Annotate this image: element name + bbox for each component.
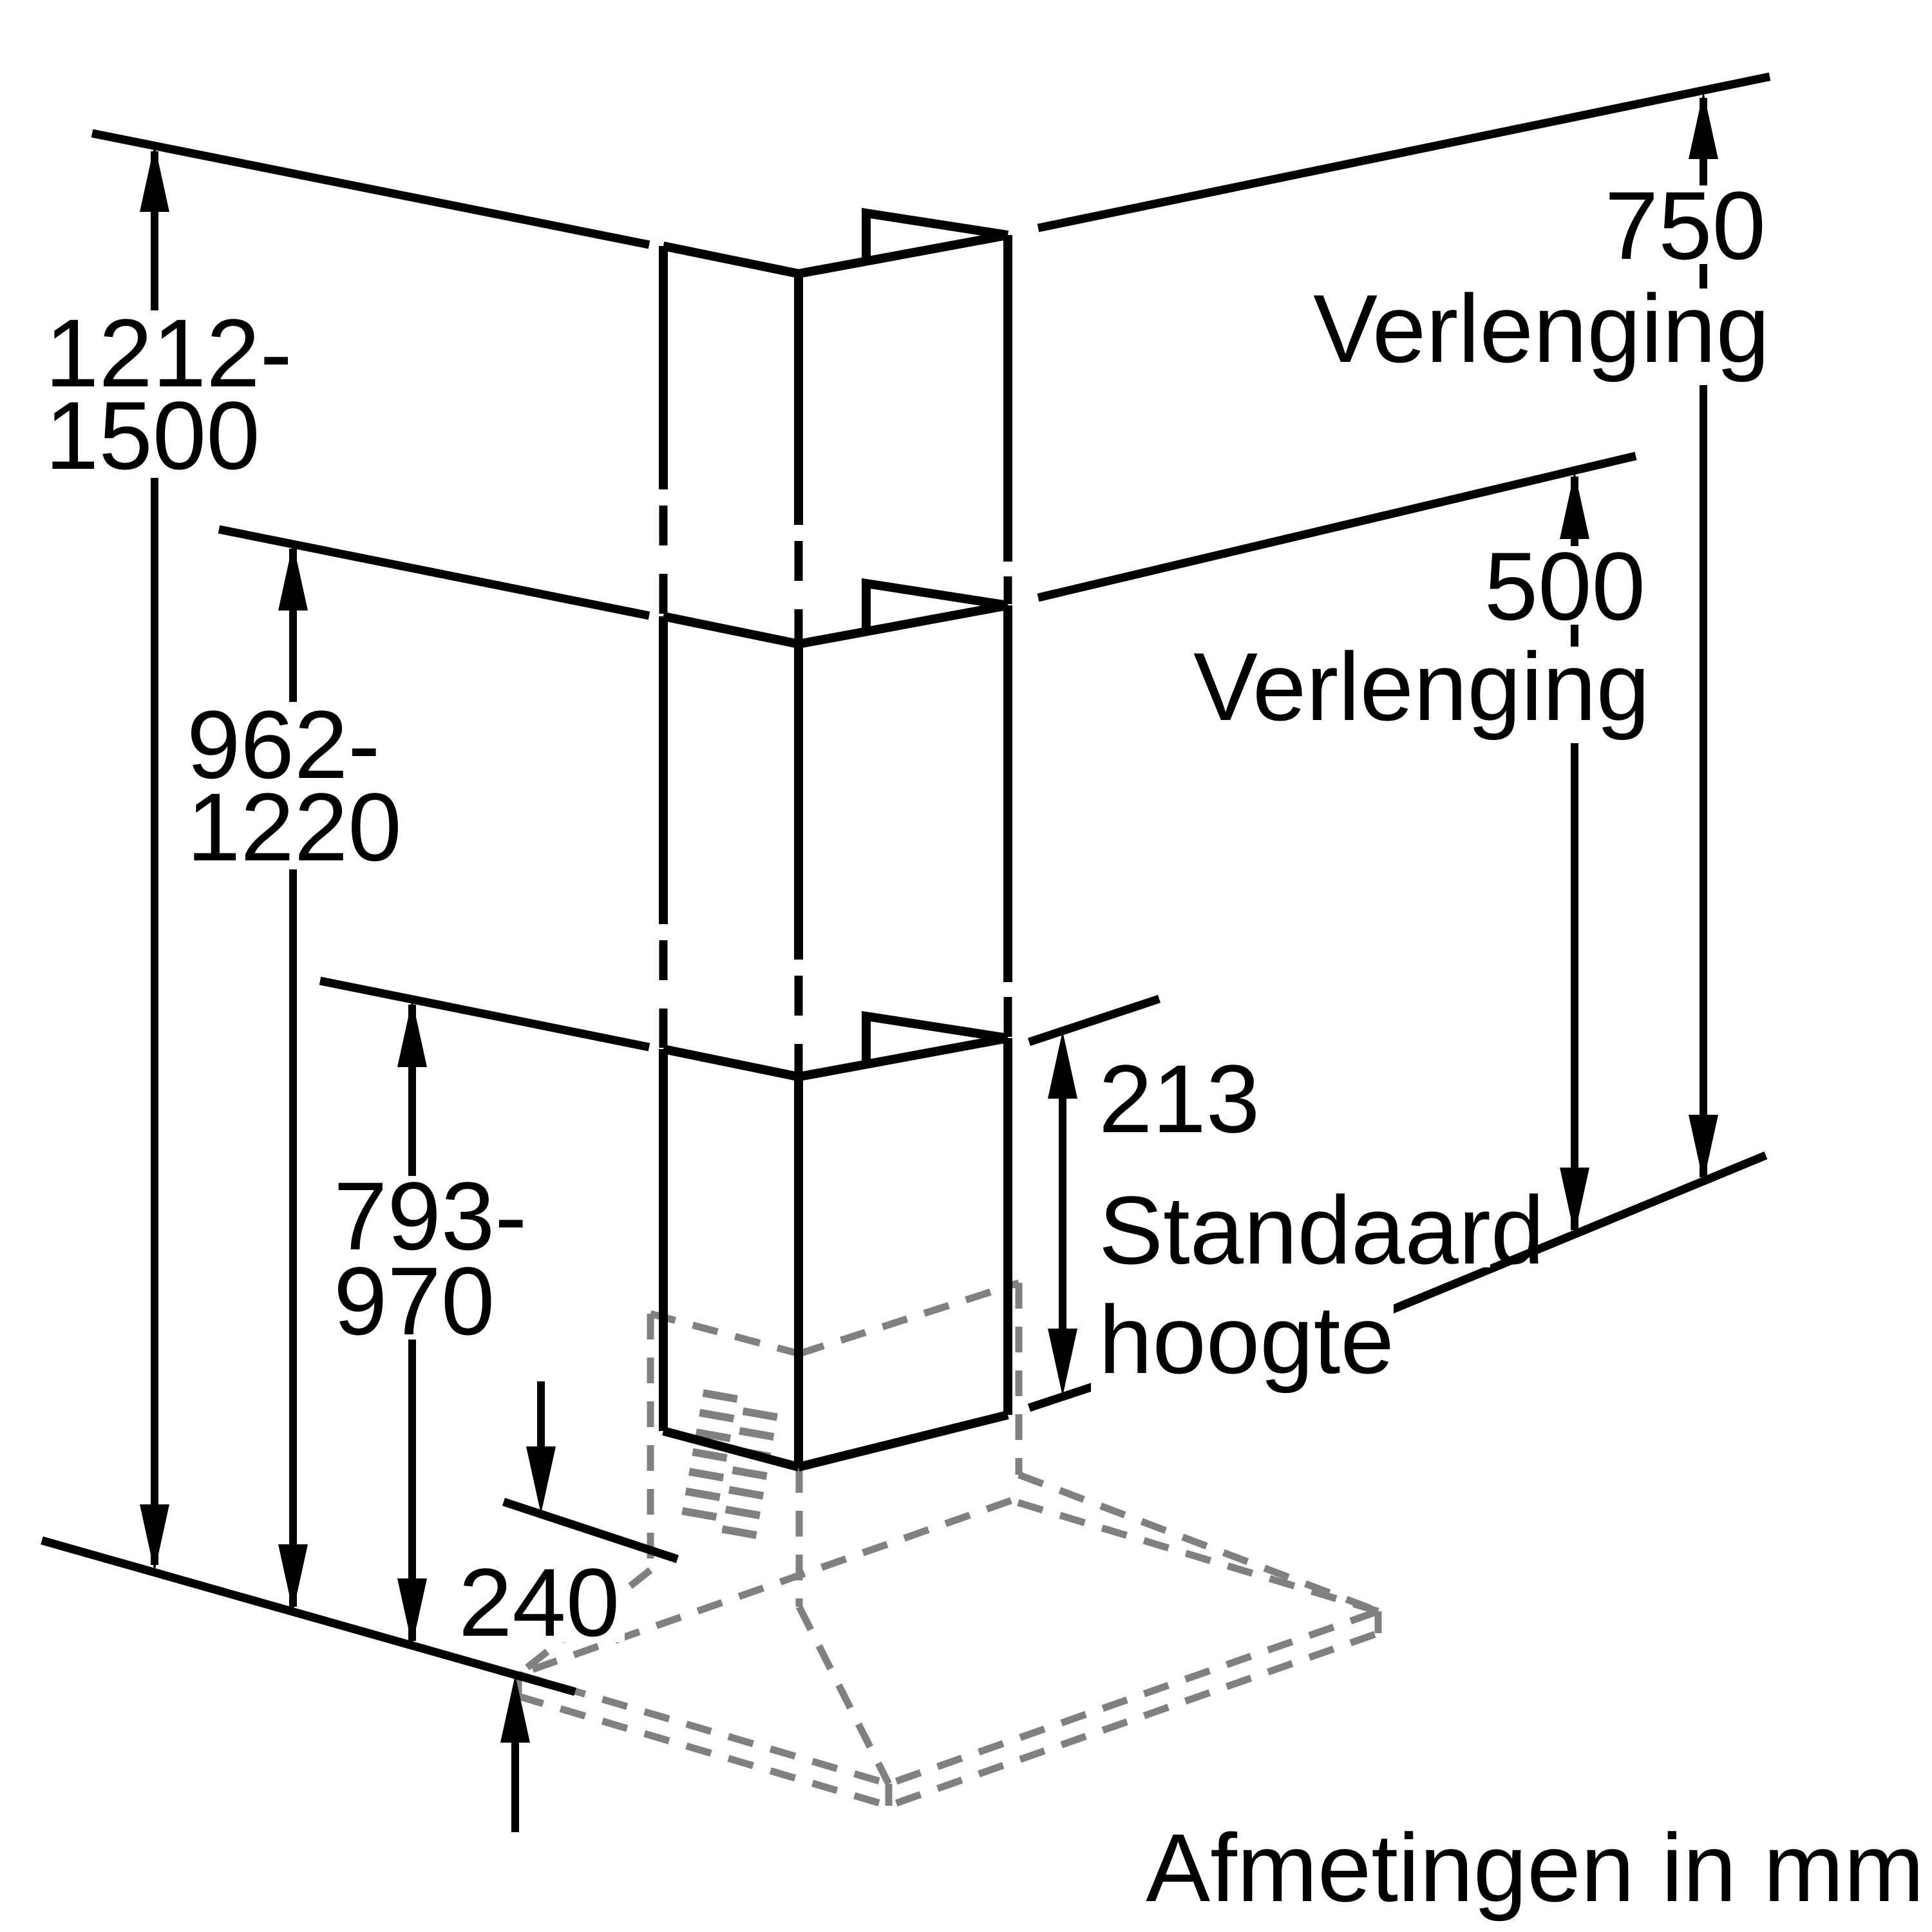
arrow-up-icon	[1560, 471, 1589, 539]
ref-line-top-of-750-left	[91, 129, 650, 249]
ref-line-top-of-500-right	[1037, 451, 1637, 602]
dim-overall-750-label-line2: 1500	[45, 381, 260, 489]
arrow-down-icon	[526, 1446, 556, 1514]
arrow-down-icon	[1048, 1329, 1077, 1396]
section3-bottom-edge-right	[797, 1410, 1009, 1472]
section3-top-edge-left	[662, 1045, 800, 1081]
section3-bottom-edge-left	[662, 1426, 800, 1472]
arrow-up-icon	[397, 999, 427, 1067]
dim-extension-500-label: Verlenging	[1193, 632, 1650, 741]
canopy-slope-edge-right	[1018, 1471, 1379, 1615]
dim-overall-500-label-line1: 962-	[187, 690, 380, 799]
section2-top-edge-right	[797, 601, 1009, 649]
arrow-down-icon	[278, 1544, 308, 1612]
dim-standard-flue-label-line1: Standaard	[1099, 1176, 1544, 1284]
section1-mount-flap	[862, 207, 1009, 261]
ref-line-top-of-standard-left	[319, 976, 650, 1052]
canopy-top-edge-right	[798, 1279, 1020, 1358]
chimney-section-standard	[659, 1010, 1012, 1472]
dim-overall-standard-label-line2: 970	[334, 1247, 495, 1355]
section3-mount-flap	[862, 1010, 1009, 1064]
dim-overall-standard-label-line1: 793-	[334, 1162, 527, 1270]
ref-line-hood-bottom-left	[41, 1536, 576, 1696]
arrow-up-icon	[140, 144, 169, 212]
ref-line-top-of-500-left	[218, 525, 650, 620]
arrow-up-icon	[1689, 91, 1718, 159]
arrow-down-icon	[397, 1578, 427, 1646]
label-backgrounds	[36, 185, 1777, 1642]
section2-top-edge-left	[662, 612, 800, 649]
canopy-base-rim-outer	[517, 1607, 1379, 1788]
vent-grille-icon	[681, 1389, 778, 1539]
chimney-section-top	[659, 207, 1012, 643]
arrow-up-icon	[1048, 1031, 1077, 1099]
dimension-labels: 1212- 1500 962- 1220 793- 970 240 750 Ve…	[45, 171, 1770, 1656]
arrow-up-icon	[278, 543, 308, 611]
canopy-slope-edge-front	[796, 1605, 892, 1786]
section1-top-edge-left	[662, 242, 800, 278]
dim-standard-flue-value: 213	[1099, 1045, 1260, 1153]
dim-standard-flue-label-line2: hoogte	[1099, 1285, 1394, 1394]
units-note: Afmetingen in mm	[1146, 1814, 1924, 1922]
dim-overall-750-label-line1: 1212-	[45, 299, 292, 407]
section2-mount-flap	[862, 578, 1009, 631]
canopy-top-edge-left	[649, 1310, 800, 1358]
dim-extension-750-value: 750	[1605, 171, 1766, 279]
hood-canopy	[515, 1279, 1382, 1810]
arrow-down-icon	[1689, 1115, 1718, 1182]
arrow-up-icon	[500, 1675, 530, 1743]
dim-extension-500-value: 500	[1484, 532, 1645, 640]
canopy-base-edge-back-right	[1010, 1497, 1379, 1615]
ref-line-top-of-750-right	[1037, 72, 1771, 232]
dim-overall-500-label-line2: 1220	[187, 773, 402, 881]
chimney-section-middle	[659, 578, 1012, 1075]
section3-top-edge-right	[797, 1034, 1009, 1081]
ref-line-standard-top-right	[1027, 994, 1161, 1046]
dim-canopy-height-label: 240	[459, 1548, 620, 1656]
section1-top-edge-right	[797, 231, 1009, 278]
arrow-down-icon	[1560, 1168, 1589, 1235]
canopy-slope-edge-left	[516, 1567, 653, 1678]
dim-extension-750-label: Verlenging	[1313, 274, 1770, 383]
ref-line-canopy-top	[502, 1497, 679, 1564]
arrow-down-icon	[140, 1504, 169, 1572]
